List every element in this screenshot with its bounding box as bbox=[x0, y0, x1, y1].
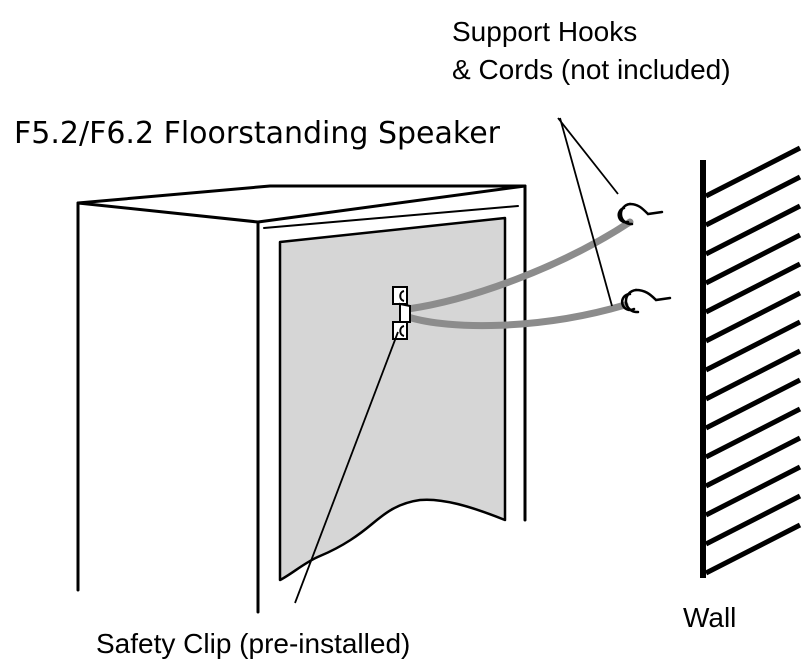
wall-label: Wall bbox=[683, 602, 736, 633]
support-hooks-label-line2: & Cords (not included) bbox=[452, 54, 731, 85]
wall-hatch-line bbox=[704, 348, 802, 402]
lower-cord bbox=[404, 301, 629, 330]
wall-hatch-line bbox=[704, 406, 802, 460]
upper-hook-icon bbox=[617, 202, 664, 226]
wall bbox=[700, 145, 802, 578]
safety-clip-label: Safety Clip (pre-installed) bbox=[96, 628, 410, 659]
speaker-cabinet bbox=[76, 184, 527, 614]
wall-hatch-line bbox=[704, 493, 802, 547]
support-hooks bbox=[617, 202, 672, 314]
wall-hatch-line bbox=[704, 435, 802, 489]
wall-hatching bbox=[704, 145, 802, 576]
rear-panel bbox=[278, 216, 507, 582]
wall-hatch-line bbox=[704, 464, 802, 518]
support-leader-left bbox=[559, 117, 613, 307]
support-leader-right bbox=[557, 117, 619, 195]
upper-cord bbox=[404, 218, 634, 313]
lower-hook-icon bbox=[620, 288, 672, 314]
leader-lines bbox=[294, 117, 619, 604]
cabinet-top-face bbox=[76, 184, 527, 224]
wall-hatch-line bbox=[704, 145, 802, 199]
wall-hatch-line bbox=[704, 232, 802, 286]
support-hooks-label-line1: Support Hooks bbox=[452, 16, 637, 47]
wall-hatch-line bbox=[704, 319, 802, 373]
speaker-model-label: F5.2/F6.2 Floorstanding Speaker bbox=[14, 116, 501, 151]
safety-clip-body bbox=[399, 302, 411, 323]
cabinet-back-inner-top bbox=[263, 205, 519, 229]
support-cords bbox=[404, 218, 634, 330]
wall-hatch-line bbox=[704, 377, 802, 431]
wall-hatch-line bbox=[704, 203, 802, 257]
wall-hatch-line bbox=[704, 261, 802, 315]
safety-clip-leader bbox=[294, 331, 399, 604]
wall-hatch-line bbox=[704, 290, 802, 344]
safety-clip bbox=[392, 286, 411, 340]
safety-clip-lower-hook bbox=[399, 325, 405, 337]
safety-clip-upper-hook bbox=[399, 290, 405, 302]
wall-hatch-line bbox=[704, 522, 802, 576]
wall-hatch-line bbox=[704, 174, 802, 228]
